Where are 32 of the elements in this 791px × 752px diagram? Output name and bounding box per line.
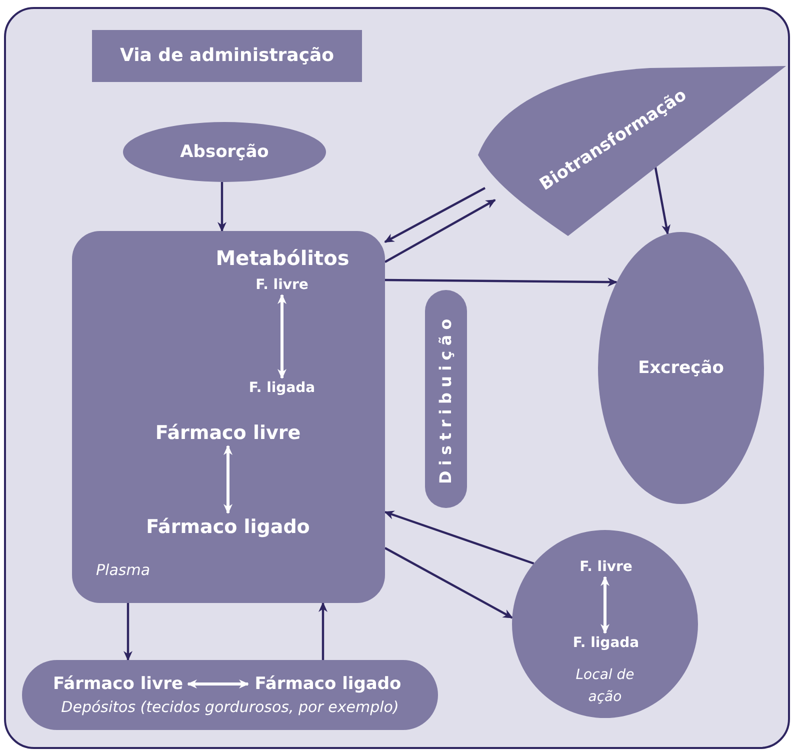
arrow [384, 547, 514, 619]
compartment-box [72, 231, 385, 603]
arrow [384, 278, 618, 287]
arrow [318, 602, 328, 660]
text-label: Fármaco livre [48, 672, 188, 696]
arrow [224, 445, 232, 514]
arrow [384, 199, 496, 263]
box-label: Absorção [179, 141, 270, 164]
box-label: Local de ação [574, 666, 636, 707]
text-label: Fármaco livre [150, 420, 306, 446]
text-label: F. livre [250, 275, 314, 295]
arrow [600, 576, 610, 634]
arrow [124, 603, 132, 661]
arrow [278, 294, 286, 379]
box-label: Depósitos (tecidos gordurosos, por exemplo) [60, 698, 400, 716]
text-label: F. ligada [243, 378, 321, 398]
process-box [92, 30, 362, 82]
text-label: Fármaco ligado [248, 672, 408, 696]
arrow [654, 164, 670, 235]
text-label: Metabólitos [210, 244, 355, 272]
text-label: F. ligada [568, 633, 644, 653]
text-label: Fármaco ligado [140, 513, 316, 541]
arrow [384, 187, 486, 243]
box-label: Plasma [96, 561, 150, 579]
text-label: F. livre [575, 557, 637, 577]
distribution-bar [425, 290, 467, 508]
box-label: Via de administração [118, 44, 336, 68]
arrow [187, 680, 249, 688]
arrow [218, 182, 226, 232]
vertical-label: Distribuição [435, 312, 456, 486]
arrow [384, 510, 534, 565]
box-label: Excreção [637, 357, 725, 380]
